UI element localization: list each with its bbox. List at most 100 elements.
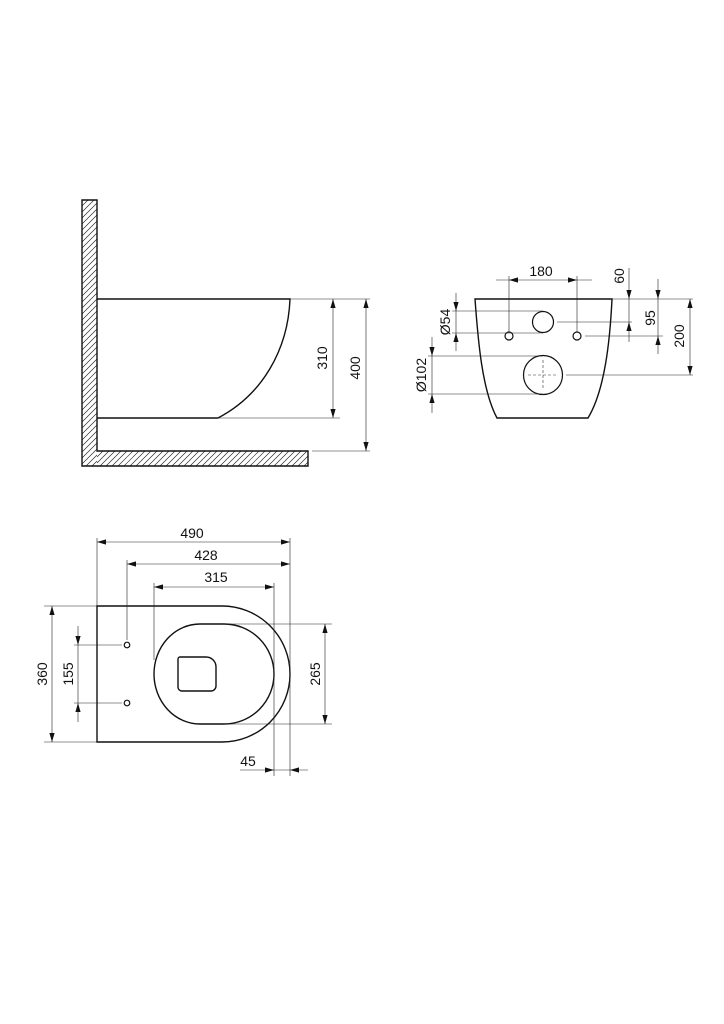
arrowhead-icon [265,584,274,590]
arrowhead-icon [97,539,106,545]
hatch-line [81,298,98,315]
hatch-line [255,450,272,467]
hatch-line [273,450,290,467]
bolt-hole-right [572,331,582,341]
hatch-line [81,448,98,465]
arrowhead-icon [154,584,163,590]
hatch-line [201,450,218,467]
dim-width: 360 [34,662,50,686]
hatch-line [99,450,116,467]
hatch-line [81,214,98,231]
hatch-line [81,364,98,381]
dim-inlet-spacing: 180 [529,263,553,279]
hatch-line [249,450,266,467]
arrowhead-icon [509,277,518,283]
dim-bolt-to-front: 428 [194,547,218,563]
hatch-line [81,316,98,333]
arrowhead-icon [655,336,661,345]
rear-outline [474,298,613,419]
hatch-line [135,450,152,467]
side-view: 310 400 [81,199,370,467]
hatch-line [267,450,284,467]
hatch-line [81,226,98,243]
hatch-line [81,292,98,309]
hatch-line [261,450,278,467]
dim-seat-opening-length: 315 [204,569,228,585]
hatch-line [105,450,122,467]
arrowhead-icon [568,277,577,283]
hatch-line [183,450,200,467]
hatch-line [81,244,98,261]
dim-bowl-height: 310 [314,346,330,370]
hatch-line [81,304,98,321]
hatch-line [237,450,254,467]
inlet-hole [531,310,555,334]
hatch-line [81,208,98,225]
hatch-line [153,450,170,467]
arrowhead-icon [429,394,435,403]
hatch-line [81,199,95,213]
hatch-line [189,450,206,467]
hatch-line [111,450,128,467]
dim-outlet-diameter: Ø102 [413,358,429,392]
hatch-line [147,450,164,467]
arrowhead-icon [290,767,299,773]
arrowhead-icon [687,299,693,308]
arrowhead-icon [75,703,81,712]
hatch-line [81,280,98,297]
arrowhead-icon [265,767,274,773]
arrowhead-icon [330,409,336,418]
hatch-line [81,220,98,237]
hatch-line [81,382,98,399]
hatch-line [159,450,176,467]
hatch-line [81,412,98,429]
hatch-line [81,202,98,219]
arrowhead-icon [626,322,632,331]
hatch-line [81,268,98,285]
hatch-line [81,376,98,393]
arrowhead-icon [322,624,328,633]
dim-outlet-height: 200 [671,324,687,348]
arrowhead-icon [322,715,328,724]
seat-opening-outline [153,623,275,725]
hatch-line [81,358,98,375]
side-dimension-lines [218,298,370,452]
dim-rim-offset: 45 [240,753,256,769]
hatch-line [81,370,98,387]
wall-floor-hatching [81,199,309,467]
hatch-line [279,450,296,467]
arrowhead-icon [281,539,290,545]
hatch-line [81,430,98,447]
hatch-line [81,322,98,339]
hatch-line [96,450,104,458]
dim-opening-width: 265 [307,662,323,686]
hatch-line [81,346,98,363]
hatch-line [81,442,98,459]
rear-dimension-lines [428,268,693,413]
hatch-line [96,450,110,464]
hatch-line [81,250,98,267]
hatch-line [81,256,98,273]
hatch-line [81,424,98,441]
arrowhead-icon [453,333,459,342]
wall-floor-outline [81,199,309,467]
bowl-top-outline [96,605,291,743]
arrowhead-icon [127,561,136,567]
arrowhead-icon [363,299,369,308]
dim-length: 490 [180,525,204,541]
arrowhead-icon [655,290,661,299]
arrowhead-icon [687,366,693,375]
hatch-line [91,460,98,467]
hatch-line [285,450,302,467]
outlet-centre-mark [528,360,558,390]
hatch-line [81,238,98,255]
hatch-line [81,388,98,405]
hatch-line [291,450,308,467]
hatch-line [123,450,140,467]
bowl-side-outline [97,298,291,419]
hatch-line [195,450,212,467]
hatch-line [81,334,98,351]
dim-bolt-height: 95 [642,310,658,326]
hatch-line [81,310,98,327]
